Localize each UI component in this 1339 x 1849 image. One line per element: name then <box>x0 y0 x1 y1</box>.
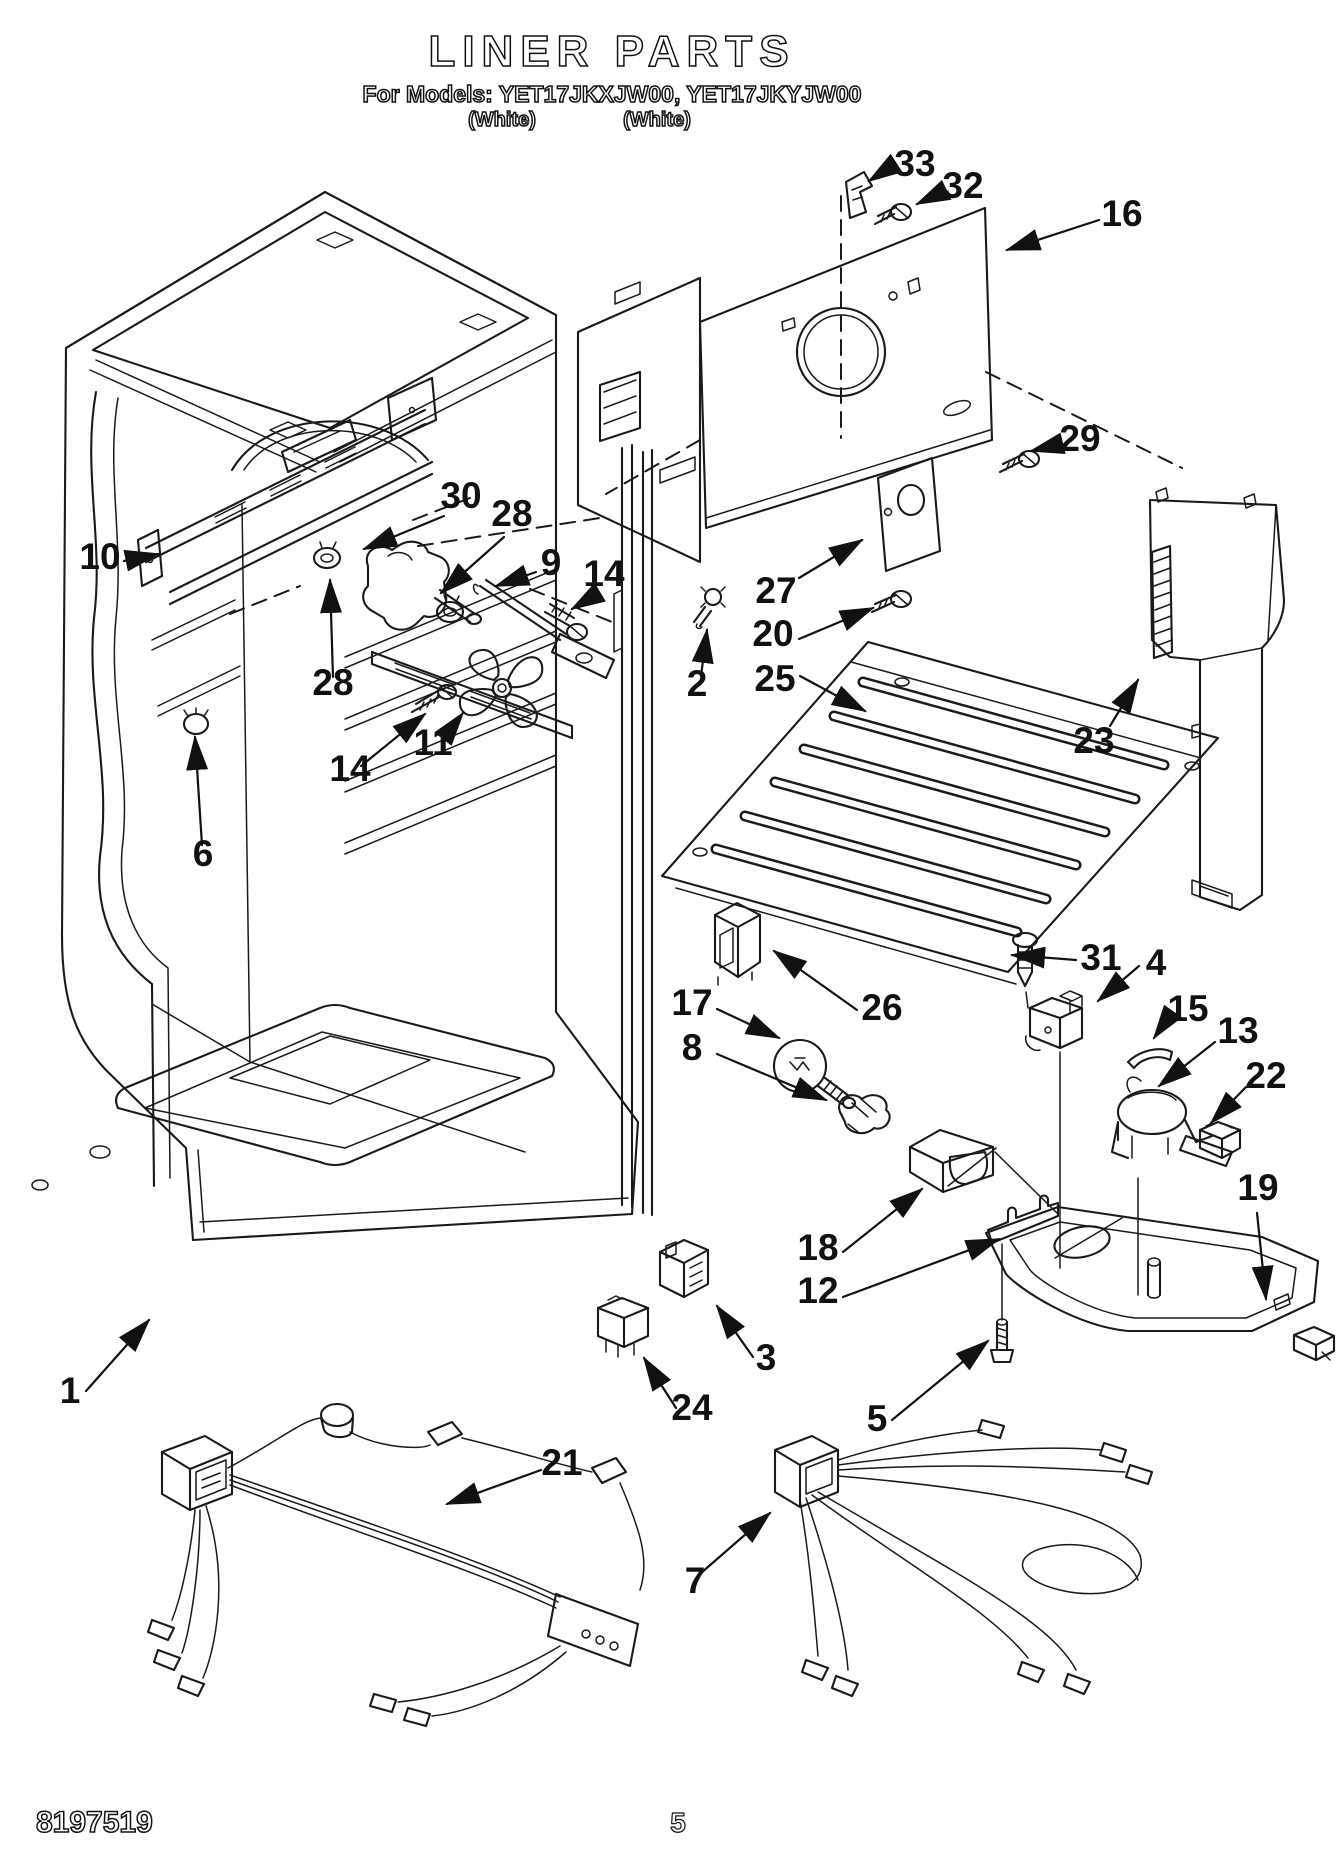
part-label-7: 7 <box>685 1560 706 1601</box>
part-label-22: 22 <box>1245 1055 1286 1096</box>
control-assembly <box>1025 990 1242 1296</box>
part-label-5: 5 <box>867 1398 888 1439</box>
air-duct-23 <box>1148 487 1286 912</box>
spade-terminals <box>800 1658 1092 1698</box>
clip-bracket-12 <box>986 1194 1060 1245</box>
drain-pan <box>984 1205 1320 1333</box>
part-label-14a: 14 <box>583 553 625 594</box>
motor-grommet <box>312 541 342 570</box>
bin-26 <box>713 901 762 986</box>
part-label-31: 31 <box>1080 937 1121 978</box>
thermostat-13 <box>1110 1076 1234 1168</box>
part-label-27: 27 <box>755 570 796 611</box>
part-label-13: 13 <box>1217 1010 1258 1051</box>
evaporator-cover-16 <box>698 206 994 530</box>
part-label-16: 16 <box>1101 193 1142 234</box>
part-label-17: 17 <box>671 982 712 1023</box>
leader-arrows <box>84 153 1274 1575</box>
part-label-29: 29 <box>1059 418 1100 459</box>
part-label-12: 12 <box>797 1270 838 1311</box>
mounting-tab-33 <box>844 170 874 220</box>
page-title: LINER PARTS <box>428 27 795 76</box>
part-label-21: 21 <box>541 1442 582 1483</box>
part-label-6: 6 <box>193 833 214 874</box>
connector-22 <box>1198 1120 1242 1160</box>
part-label-32: 32 <box>942 165 983 206</box>
part-label-28b: 28 <box>312 662 353 703</box>
fan-blade <box>458 648 544 729</box>
evaporator-cover-panel <box>698 170 1041 614</box>
screw-20 <box>870 589 913 614</box>
part-label-4: 4 <box>1146 942 1167 983</box>
part-labels: 33 32 16 29 30 28 9 14 10 27 20 2 25 23 … <box>60 143 1287 1601</box>
divider-strip <box>641 448 654 1217</box>
crisper-floor <box>115 1003 555 1167</box>
part-label-23: 23 <box>1073 720 1114 761</box>
part-label-1: 1 <box>60 1370 81 1411</box>
part-label-24: 24 <box>671 1387 713 1428</box>
part-label-33: 33 <box>894 143 935 184</box>
thumbscrew-2 <box>692 586 726 630</box>
top-vent-hole <box>316 231 354 249</box>
support-block-3 <box>658 1238 710 1299</box>
light-assembly <box>772 1038 997 1194</box>
bulb-socket-8 <box>838 1094 891 1135</box>
part-label-10: 10 <box>79 536 120 577</box>
part-label-25: 25 <box>754 658 795 699</box>
push-pin-31 <box>1011 931 1039 1009</box>
part-label-15: 15 <box>1167 988 1208 1029</box>
wiring-harness-21 <box>146 1402 645 1728</box>
spade-terminals <box>976 1418 1154 1486</box>
rear-liner-panel <box>576 276 702 564</box>
page-number: 5 <box>670 1807 686 1838</box>
header: LINER PARTS For Models: YET17JKXJW00, YE… <box>362 26 862 132</box>
divider-strip <box>620 443 634 1209</box>
connector-24 <box>596 1295 650 1358</box>
drain-pan-assembly <box>984 1151 1336 1364</box>
part-label-8: 8 <box>682 1027 703 1068</box>
screw-14 <box>410 683 458 714</box>
screw-29 <box>998 449 1041 474</box>
defrost-timer-4 <box>1025 990 1084 1052</box>
part-label-30: 30 <box>440 475 481 516</box>
lamp-shield-18 <box>908 1128 997 1194</box>
part-label-18: 18 <box>797 1227 838 1268</box>
fan-motor-assembly <box>312 540 726 740</box>
part-label-14b: 14 <box>329 748 371 789</box>
screw-14 <box>543 602 589 642</box>
access-plate-27 <box>876 456 942 573</box>
part-label-28a: 28 <box>491 493 532 534</box>
part-label-9: 9 <box>541 542 562 583</box>
part-label-20: 20 <box>752 613 793 654</box>
hole-plug-6 <box>182 707 210 736</box>
liner-cabinet <box>31 190 654 1242</box>
mullion-rail-assembly <box>136 376 438 606</box>
small-parts <box>596 1238 710 1358</box>
part-label-2: 2 <box>687 663 708 704</box>
color-label-1: (White) <box>468 109 536 131</box>
motor-grommet <box>435 594 465 624</box>
motor-bracket <box>478 578 568 642</box>
models-line: For Models: YET17JKXJW00, YET17JKYJW00 <box>363 81 862 107</box>
part-label-19: 19 <box>1237 1167 1278 1208</box>
evaporator-plate-25 <box>660 640 1220 1009</box>
drain-clip-19 <box>1292 1325 1336 1362</box>
screw-5 <box>989 1318 1015 1364</box>
document-number: 8197519 <box>36 1806 153 1839</box>
screw-32 <box>873 202 913 226</box>
part-label-3: 3 <box>756 1337 777 1378</box>
part-label-26: 26 <box>861 987 902 1028</box>
footer: 8197519 5 <box>35 1805 686 1840</box>
top-vent-hole <box>459 313 497 331</box>
color-label-2: (White) <box>623 109 691 131</box>
alignment-line <box>994 1151 1059 1215</box>
spade-terminals <box>146 1618 206 1698</box>
part-label-11: 11 <box>413 722 452 763</box>
alignment-dashes <box>229 195 1183 623</box>
wiring-harness-7 <box>773 1418 1154 1698</box>
wire-clip-15 <box>1126 1048 1174 1070</box>
